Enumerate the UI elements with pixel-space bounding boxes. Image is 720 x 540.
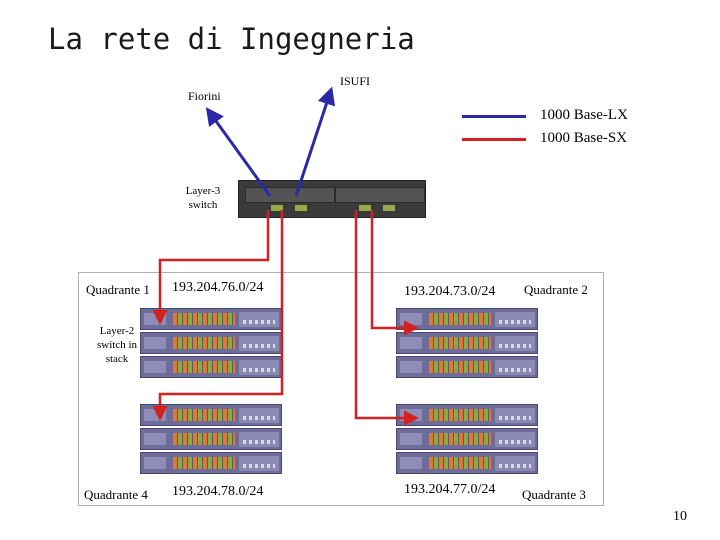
switch-stack-quadrante-1 [140,308,282,380]
quadrant-2-label: Quadrante 2 [524,282,588,297]
link-quadrante-3 [354,210,419,426]
quadrant-4-label: Quadrante 4 [84,487,148,502]
legend-sx-line [462,138,526,141]
link-isufi [294,86,336,197]
link-fiorini [205,107,272,197]
node-fiorini-label: Fiorini [188,89,221,103]
quadrant-1-label: Quadrante 1 [86,282,150,297]
link-quadrante-2 [370,210,419,336]
layer2-switch-label: Layer-2 switch in stack [96,325,138,365]
quadrant-1-subnet: 193.204.76.0/24 [172,280,264,295]
legend-sx-label: 1000 Base-SX [540,130,628,146]
layer3-switch [238,180,426,218]
page-number: 10 [673,509,687,524]
slide-title: La rete di Ingegneria [48,22,415,56]
legend-lx-label: 1000 Base-LX [540,107,628,123]
node-isufi-label: ISUFI [340,74,371,88]
link-quadrante-1 [152,210,270,325]
quadrant-3-subnet: 193.204.77.0/24 [404,482,496,497]
quadrant-4-subnet: 193.204.78.0/24 [172,484,264,499]
quadrant-frame [78,272,604,506]
quadrant-2-subnet: 193.204.73.0/24 [404,284,496,299]
quadrant-3-label: Quadrante 3 [522,487,586,502]
legend-lx-line [462,115,526,118]
link-quadrante-4 [152,210,284,421]
layer3-switch-label: Layer-3 switch [185,185,221,211]
switch-stack-quadrante-4 [140,404,282,476]
